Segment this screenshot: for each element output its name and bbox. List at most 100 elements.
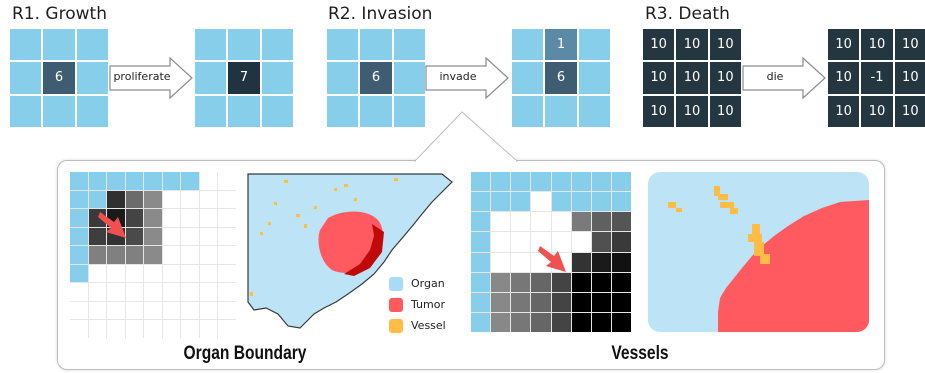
grid-cell bbox=[70, 209, 88, 227]
grid-cell bbox=[471, 253, 490, 272]
grid-cell bbox=[491, 192, 510, 211]
grid-cell bbox=[471, 192, 490, 211]
grid-cell bbox=[163, 246, 181, 264]
grid-cell bbox=[200, 265, 218, 283]
grid-cell bbox=[612, 212, 631, 231]
grid-cell bbox=[163, 320, 181, 338]
legend-swatch-vessel bbox=[389, 319, 403, 333]
grid-cell bbox=[126, 320, 144, 338]
grid-cell bbox=[572, 232, 591, 251]
grid-cell bbox=[491, 293, 510, 312]
grid-cell bbox=[89, 246, 107, 264]
grid-cell bbox=[592, 232, 611, 251]
grid-cell bbox=[572, 273, 591, 292]
grid-cell bbox=[107, 320, 125, 338]
legend-label-organ: Organ bbox=[411, 277, 445, 290]
grid-cell bbox=[531, 192, 550, 211]
caption-organ-boundary: Organ Boundary bbox=[167, 343, 323, 365]
legend-label-vessel: Vessel bbox=[411, 319, 446, 332]
grid-cell bbox=[511, 212, 530, 231]
grid-cell bbox=[200, 209, 218, 227]
grid-cell bbox=[612, 293, 631, 312]
grid-cell bbox=[89, 320, 107, 338]
grid-cell bbox=[552, 293, 571, 312]
grid-cell bbox=[612, 232, 631, 251]
grid-cell bbox=[612, 172, 631, 191]
grid-cell bbox=[70, 246, 88, 264]
organ-boundary-map bbox=[244, 172, 456, 338]
grid-cell bbox=[200, 283, 218, 301]
grid-cell bbox=[200, 172, 218, 190]
grid-cell bbox=[511, 172, 530, 191]
grid-cell bbox=[144, 191, 162, 209]
grid-cell bbox=[552, 172, 571, 191]
grid-cell bbox=[89, 283, 107, 301]
grid-cell bbox=[572, 212, 591, 231]
grid-cell bbox=[70, 228, 88, 246]
grid-cell bbox=[511, 313, 530, 332]
grid-cell bbox=[126, 265, 144, 283]
grid-cell bbox=[491, 172, 510, 191]
grid-cell bbox=[107, 302, 125, 320]
grid-cell bbox=[181, 320, 199, 338]
grid-cell bbox=[612, 253, 631, 272]
grid-cell bbox=[218, 265, 236, 283]
grid-cell bbox=[218, 246, 236, 264]
grid-cell bbox=[144, 283, 162, 301]
grid-cell bbox=[181, 209, 199, 227]
grid-cell bbox=[511, 273, 530, 292]
grid-cell bbox=[218, 320, 236, 338]
grid-cell bbox=[144, 228, 162, 246]
grid-cell bbox=[531, 172, 550, 191]
grid-cell bbox=[163, 302, 181, 320]
grid-cell bbox=[572, 172, 591, 191]
grid-cell bbox=[163, 172, 181, 190]
grid-cell bbox=[181, 228, 199, 246]
grid-cell bbox=[572, 192, 591, 211]
grid-cell bbox=[107, 265, 125, 283]
grid-cell bbox=[552, 212, 571, 231]
grid-cell bbox=[592, 253, 611, 272]
grid-cell bbox=[144, 209, 162, 227]
invasion-arrow-icon bbox=[98, 208, 138, 242]
grid-cell bbox=[572, 293, 591, 312]
grid-cell bbox=[163, 228, 181, 246]
grid-cell bbox=[471, 273, 490, 292]
grid-cell bbox=[511, 293, 530, 312]
grid-cell bbox=[144, 320, 162, 338]
grid-cell bbox=[218, 191, 236, 209]
grid-cell bbox=[531, 313, 550, 332]
grid-cell bbox=[552, 192, 571, 211]
grid-cell bbox=[163, 209, 181, 227]
grid-cell bbox=[181, 265, 199, 283]
legend-swatch-organ bbox=[389, 277, 403, 291]
grid-cell bbox=[126, 283, 144, 301]
vessel-arrow-icon bbox=[538, 242, 572, 276]
vessels-map bbox=[648, 172, 869, 332]
grid-cell bbox=[592, 313, 611, 332]
grid-cell bbox=[181, 283, 199, 301]
grid-cell bbox=[218, 283, 236, 301]
grid-cell bbox=[552, 313, 571, 332]
grid-cell bbox=[491, 212, 510, 231]
grid-cell bbox=[181, 302, 199, 320]
legend-label-tumor: Tumor bbox=[411, 298, 445, 311]
grid-cell bbox=[200, 302, 218, 320]
grid-cell bbox=[491, 273, 510, 292]
grid-cell bbox=[592, 273, 611, 292]
grid-cell bbox=[218, 209, 236, 227]
grid-cell bbox=[70, 265, 88, 283]
grid-cell bbox=[531, 212, 550, 231]
grid-cell bbox=[511, 192, 530, 211]
grid-cell bbox=[612, 273, 631, 292]
grid-cell bbox=[70, 302, 88, 320]
grid-cell bbox=[572, 313, 591, 332]
grid-cell bbox=[107, 246, 125, 264]
grid-cell bbox=[592, 172, 611, 191]
legend-swatch-tumor bbox=[389, 298, 403, 312]
grid-cell bbox=[471, 212, 490, 231]
grid-cell bbox=[89, 172, 107, 190]
grid-cell bbox=[89, 302, 107, 320]
grid-cell bbox=[592, 212, 611, 231]
grid-cell bbox=[181, 172, 199, 190]
